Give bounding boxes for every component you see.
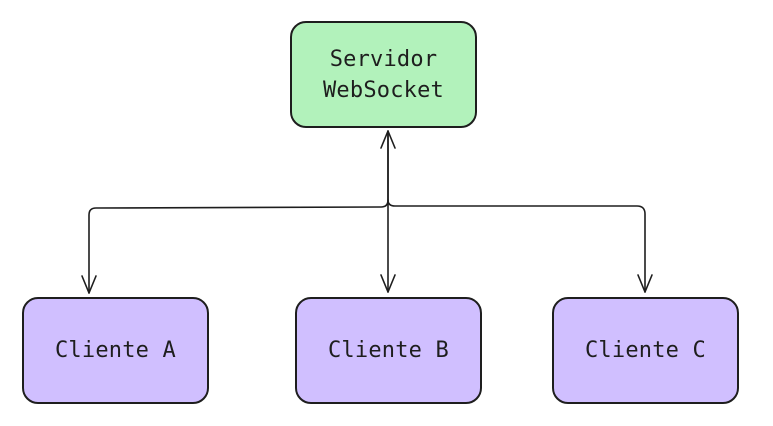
client-a-label: Cliente A [54,338,176,363]
client-b-label: Cliente B [327,338,449,363]
arrowhead-client-c-icon [637,274,653,293]
client-c-node[interactable]: Cliente C [552,297,739,404]
client-a-node[interactable]: Cliente A [22,297,209,404]
arrowhead-client-a-icon [81,275,97,294]
arrowhead-client-b-icon [380,274,396,293]
client-c-label: Cliente C [584,338,706,363]
server-node[interactable]: Servidor WebSocket [290,21,477,128]
server-label: Servidor WebSocket [323,44,444,106]
server-label-line2: WebSocket [322,77,444,103]
connector-server-to-client-a [88,130,389,294]
client-b-node[interactable]: Cliente B [295,297,482,404]
server-label-line1: Servidor [329,46,438,72]
connector-server-to-client-c [387,199,646,293]
arrowhead-server-icon [380,130,396,149]
